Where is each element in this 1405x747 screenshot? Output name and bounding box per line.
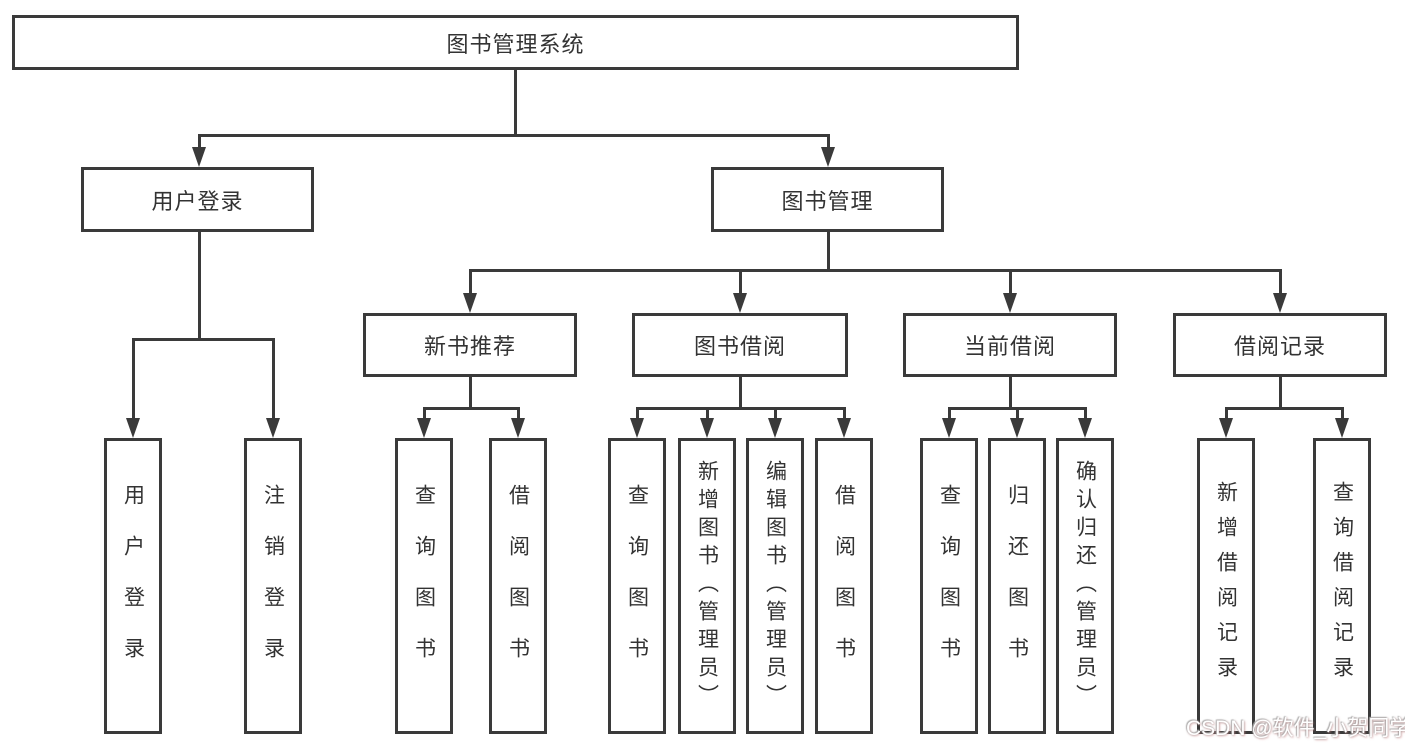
node-label: 查询借阅记录 bbox=[1330, 481, 1354, 691]
connector-line bbox=[739, 269, 742, 295]
arrowhead-down-icon bbox=[733, 293, 747, 313]
connector-line bbox=[1279, 375, 1282, 409]
node-label: 借阅图书 bbox=[506, 484, 530, 688]
node-return-books: 归还图书 bbox=[988, 438, 1046, 734]
arrowhead-down-icon bbox=[1335, 418, 1349, 438]
connector-line bbox=[1009, 269, 1012, 295]
node-label: 借阅记录 bbox=[1233, 334, 1326, 359]
node-label: 用户登录 bbox=[151, 188, 244, 214]
arrowhead-down-icon bbox=[942, 418, 956, 438]
connector-line bbox=[827, 134, 830, 150]
node-library-management-system: 图书管理系统 bbox=[12, 15, 1019, 70]
arrowhead-down-icon bbox=[768, 418, 782, 438]
node-user-login: 用户登录 bbox=[81, 167, 314, 232]
node-borrow-books: 借阅图书 bbox=[815, 438, 873, 734]
arrowhead-down-icon bbox=[1010, 418, 1024, 438]
node-label: 查询图书 bbox=[625, 484, 649, 688]
connector-line bbox=[1341, 407, 1344, 420]
connector-line bbox=[517, 407, 520, 420]
node-label: 新书推荐 bbox=[423, 334, 516, 359]
connector-line bbox=[1225, 407, 1228, 420]
arrowhead-down-icon bbox=[511, 418, 525, 438]
arrowhead-down-icon bbox=[1078, 418, 1092, 438]
node-borrow-books-recommend: 借阅图书 bbox=[489, 438, 547, 734]
watermark: CSDN @软件_小贺同学 bbox=[1186, 717, 1405, 740]
arrowhead-down-icon bbox=[266, 418, 280, 438]
node-label: 图书借阅 bbox=[693, 334, 786, 359]
connector-line bbox=[198, 134, 830, 137]
arrowhead-down-icon bbox=[463, 293, 477, 313]
arrowhead-down-icon bbox=[821, 147, 835, 167]
arrowhead-down-icon bbox=[630, 418, 644, 438]
connector-line bbox=[1279, 269, 1282, 295]
node-label: 图书管理系统 bbox=[446, 31, 585, 57]
node-label: 新增图书（管理员） bbox=[695, 460, 719, 712]
node-confirm-return-admin: 确认归还（管理员） bbox=[1056, 438, 1114, 734]
arrowhead-down-icon bbox=[837, 418, 851, 438]
connector-line bbox=[1016, 407, 1019, 420]
connector-line bbox=[469, 375, 472, 409]
connector-line bbox=[198, 230, 201, 340]
node-label: 新增借阅记录 bbox=[1214, 481, 1238, 691]
connector-line bbox=[469, 269, 1282, 272]
node-label: 用户登录 bbox=[121, 484, 145, 688]
node-current-borrow: 当前借阅 bbox=[903, 313, 1117, 377]
node-label: 借阅图书 bbox=[832, 484, 856, 688]
connector-line bbox=[1225, 407, 1344, 410]
node-query-borrow-record: 查询借阅记录 bbox=[1313, 438, 1371, 734]
arrowhead-down-icon bbox=[1273, 293, 1287, 313]
node-query-books-current: 查询图书 bbox=[920, 438, 978, 734]
node-add-books-admin: 新增图书（管理员） bbox=[678, 438, 736, 734]
node-book-borrow: 图书借阅 bbox=[632, 313, 848, 377]
connector-line bbox=[706, 407, 709, 420]
connector-line bbox=[132, 338, 135, 420]
node-new-book-recommend: 新书推荐 bbox=[363, 313, 577, 377]
connector-line bbox=[272, 338, 275, 420]
arrowhead-down-icon bbox=[126, 418, 140, 438]
connector-line bbox=[774, 407, 777, 420]
connector-line bbox=[739, 375, 742, 409]
connector-line bbox=[132, 338, 275, 341]
node-add-borrow-record: 新增借阅记录 bbox=[1197, 438, 1255, 734]
arrowhead-down-icon bbox=[1003, 293, 1017, 313]
node-query-books-borrow: 查询图书 bbox=[608, 438, 666, 734]
node-label: 注销登录 bbox=[261, 484, 285, 688]
arrowhead-down-icon bbox=[417, 418, 431, 438]
arrowhead-down-icon bbox=[1219, 418, 1233, 438]
node-user-login-leaf: 用户登录 bbox=[104, 438, 162, 734]
connector-line bbox=[423, 407, 520, 410]
connector-line bbox=[423, 407, 426, 420]
connector-line bbox=[827, 230, 830, 271]
node-label: 查询图书 bbox=[937, 484, 961, 688]
connector-line bbox=[469, 269, 472, 295]
connector-line bbox=[636, 407, 639, 420]
arrowhead-down-icon bbox=[192, 147, 206, 167]
node-label: 确认归还（管理员） bbox=[1073, 460, 1097, 712]
arrowhead-down-icon bbox=[700, 418, 714, 438]
node-label: 归还图书 bbox=[1005, 484, 1029, 688]
node-logout: 注销登录 bbox=[244, 438, 302, 734]
node-label: 图书管理 bbox=[781, 188, 874, 214]
connector-line bbox=[948, 407, 951, 420]
connector-line bbox=[1084, 407, 1087, 420]
node-label: 编辑图书（管理员） bbox=[763, 460, 787, 712]
node-label: 查询图书 bbox=[412, 484, 436, 688]
node-query-books-recommend: 查询图书 bbox=[395, 438, 453, 734]
node-book-management: 图书管理 bbox=[711, 167, 944, 232]
node-borrow-record: 借阅记录 bbox=[1173, 313, 1387, 377]
connector-line bbox=[514, 68, 517, 136]
connector-line bbox=[1009, 375, 1012, 409]
connector-line bbox=[636, 407, 846, 410]
node-label: 当前借阅 bbox=[963, 334, 1056, 359]
node-edit-books-admin: 编辑图书（管理员） bbox=[746, 438, 804, 734]
connector-line bbox=[198, 134, 201, 150]
connector-line bbox=[843, 407, 846, 420]
